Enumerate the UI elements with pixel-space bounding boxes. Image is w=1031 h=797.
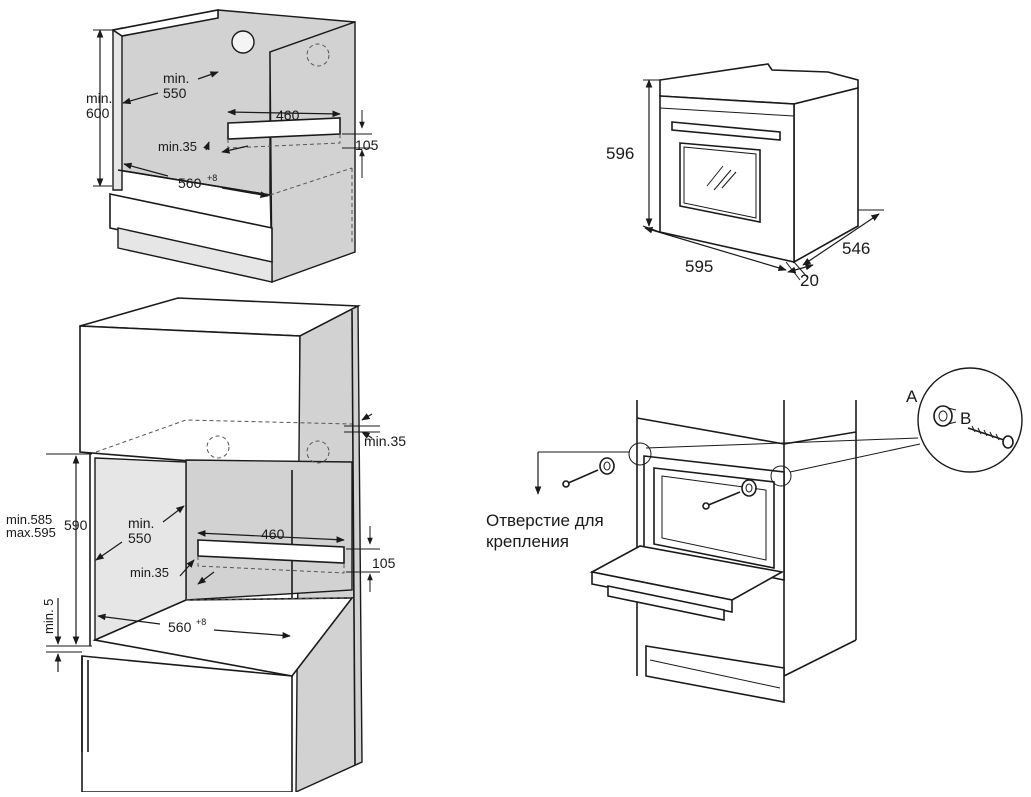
column-cabinet-drawing: min.35 min.585 max.595 590 min. 5 min. 5…	[6, 297, 406, 794]
label-niche-vent-height: 105	[372, 555, 396, 571]
label-oven-depth: 546	[842, 239, 870, 258]
vent-slot	[227, 117, 341, 140]
column-lower-front	[81, 655, 293, 793]
column-upper-front	[79, 325, 301, 471]
label-niche-vent-offset: min.35	[130, 565, 169, 580]
mount-hole-left	[628, 442, 652, 466]
label-min-depth-2: 550	[163, 85, 187, 101]
callout-a: A	[906, 387, 918, 406]
label-width-tolerance: +8	[207, 173, 217, 183]
cabinet-base	[117, 227, 273, 283]
cabinet-left-top	[110, 9, 219, 37]
mounting-drawing: A B Отверстие для крепления	[486, 367, 1023, 703]
mount-hole-right	[770, 465, 792, 487]
label-min-height-1: min.	[86, 90, 112, 106]
detail-anchor	[933, 405, 957, 427]
caption-line-2: крепления	[486, 532, 569, 551]
cabinet-right-wall	[269, 21, 356, 283]
label-vent-width: 460	[276, 107, 300, 123]
label-front-thickness: 20	[800, 271, 819, 290]
fastener-left	[562, 457, 615, 488]
undercounter-cabinet-drawing: min. 600 min. 550 460 105 min.35 560 +8	[86, 9, 379, 283]
oven-handle	[671, 121, 781, 141]
label-vent-offset: min.35	[158, 139, 197, 154]
callout-b: B	[960, 409, 971, 428]
label-niche-vent-width: 460	[261, 526, 285, 542]
label-niche-width: 560	[168, 619, 192, 635]
vent-hole	[231, 30, 255, 54]
label-height-range-1: min.585	[6, 512, 52, 527]
label-niche-height: 590	[64, 517, 88, 533]
detail-screw	[967, 425, 1014, 449]
label-niche-depth-1: min.	[128, 515, 154, 531]
label-min-height-2: 600	[86, 105, 110, 121]
label-width: 560	[178, 175, 202, 191]
label-height-range-2: max.595	[6, 525, 56, 540]
label-niche-depth-2: 550	[128, 530, 152, 546]
label-min-depth-1: min.	[163, 70, 189, 86]
oven-side	[793, 86, 859, 264]
label-oven-height: 596	[606, 144, 634, 163]
label-vent-height: 105	[355, 137, 379, 153]
caption-line-1: Отверстие для	[486, 511, 604, 530]
cabinet-left-wall	[112, 27, 123, 191]
label-bottom-gap: min. 5	[41, 599, 56, 634]
detail-zoom-circle	[917, 367, 1023, 473]
niche-vent-slot	[197, 539, 345, 564]
oven-dimension-drawing: 596 595 546 20	[606, 63, 884, 290]
mount-door-handle	[607, 585, 725, 621]
label-niche-width-tolerance: +8	[196, 617, 206, 627]
niche-floor	[92, 597, 354, 677]
fastener-right	[702, 479, 757, 510]
label-oven-width: 595	[685, 257, 713, 276]
label-gap-top: min.35	[364, 433, 406, 449]
